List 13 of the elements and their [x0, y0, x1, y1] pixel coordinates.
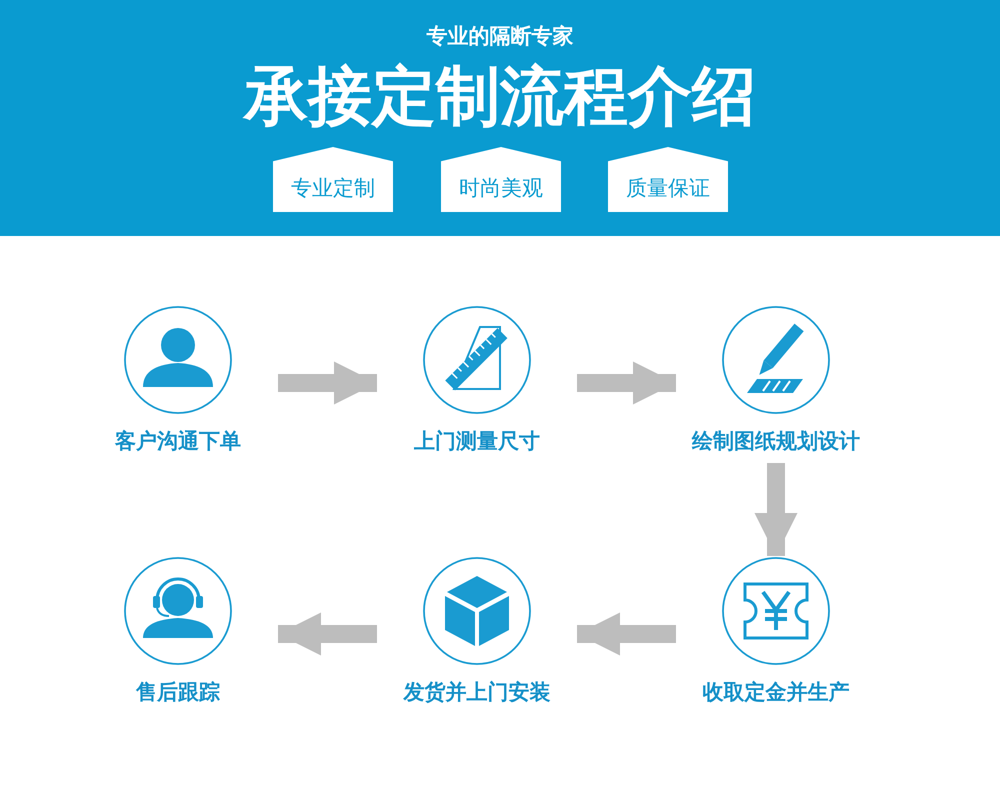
step-label: 上门测量尺寸 — [413, 428, 541, 455]
arrow — [577, 612, 676, 656]
arrow — [278, 612, 377, 656]
arrow — [278, 361, 377, 405]
step-label: 绘制图纸规划设计 — [690, 429, 861, 455]
step-label: 发货并上门安装 — [402, 680, 552, 706]
title: 承接定制流程介绍 — [242, 59, 757, 134]
arrow — [577, 361, 676, 405]
subtitle: 专业的隔断专家 — [426, 24, 574, 50]
arrow — [754, 463, 798, 556]
step-label: 售后跟踪 — [134, 680, 221, 706]
step-label: 客户沟通下单 — [114, 428, 242, 455]
step-label: 收取定金并生产 — [702, 680, 850, 706]
